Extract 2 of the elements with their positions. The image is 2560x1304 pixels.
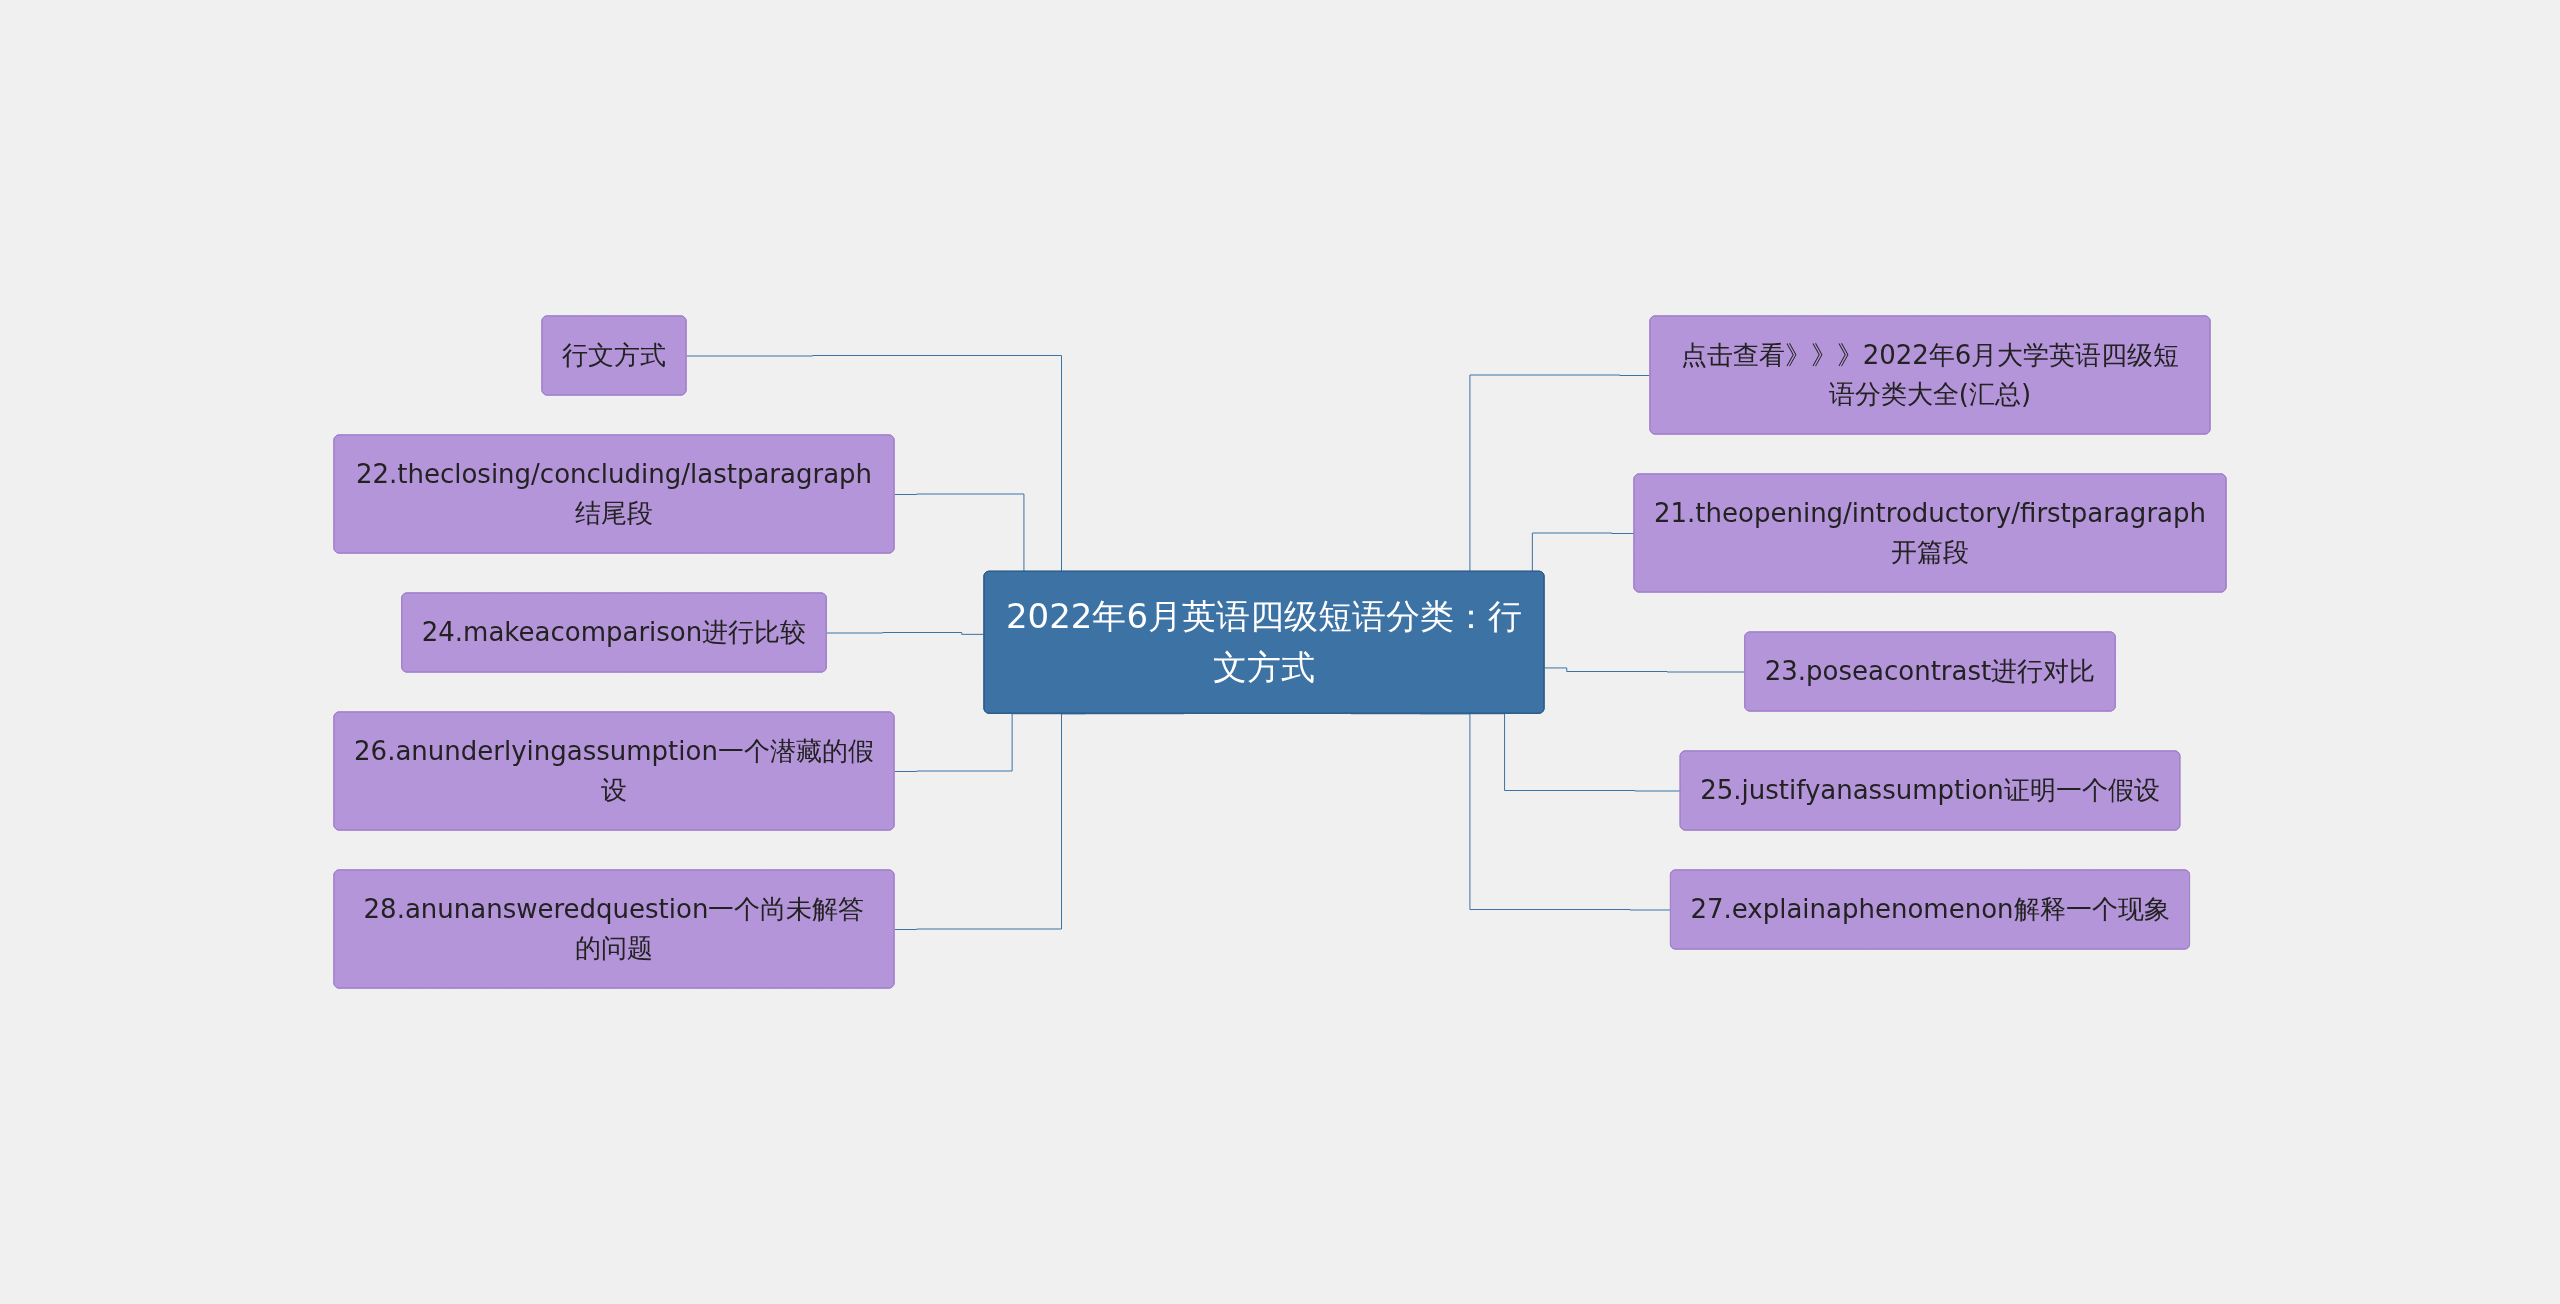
connector: [1544, 667, 1746, 673]
connector: [826, 632, 985, 635]
